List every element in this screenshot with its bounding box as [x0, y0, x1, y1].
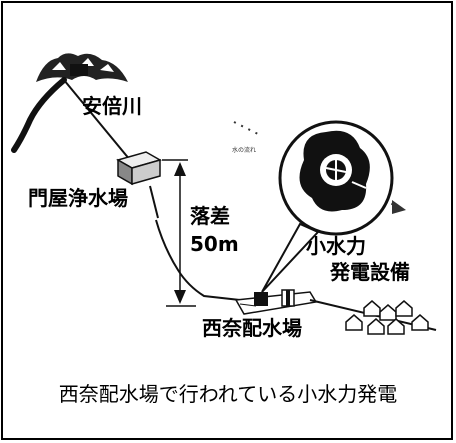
height-drop-arrow [162, 159, 196, 307]
penstock-pipe [155, 219, 241, 301]
hydro-label-line1: 小水力 [306, 234, 366, 258]
drop-title-label: 落差 [190, 204, 230, 228]
purification-plant-label: 門屋浄水場 [28, 186, 128, 210]
hydro-label-line2: 発電設備 [330, 260, 410, 284]
distribution-plant-label: 西奈配水場 [202, 316, 302, 340]
intake-pipe [63, 79, 131, 161]
river-label: 安倍川 [82, 94, 142, 118]
turbine-callout [261, 120, 394, 293]
river-line [11, 77, 67, 153]
house-icon [345, 300, 429, 335]
turbine-detail-icon [299, 130, 370, 212]
mountain-icon [36, 53, 128, 82]
diagram-caption: 西奈配水場で行われている小水力発電 [58, 382, 398, 406]
svg-text:水の流れ: 水の流れ [232, 146, 256, 154]
distribution-plant-icon [234, 289, 318, 315]
drop-value-label: 50m [190, 232, 239, 256]
purification-plant-icon [116, 151, 162, 186]
